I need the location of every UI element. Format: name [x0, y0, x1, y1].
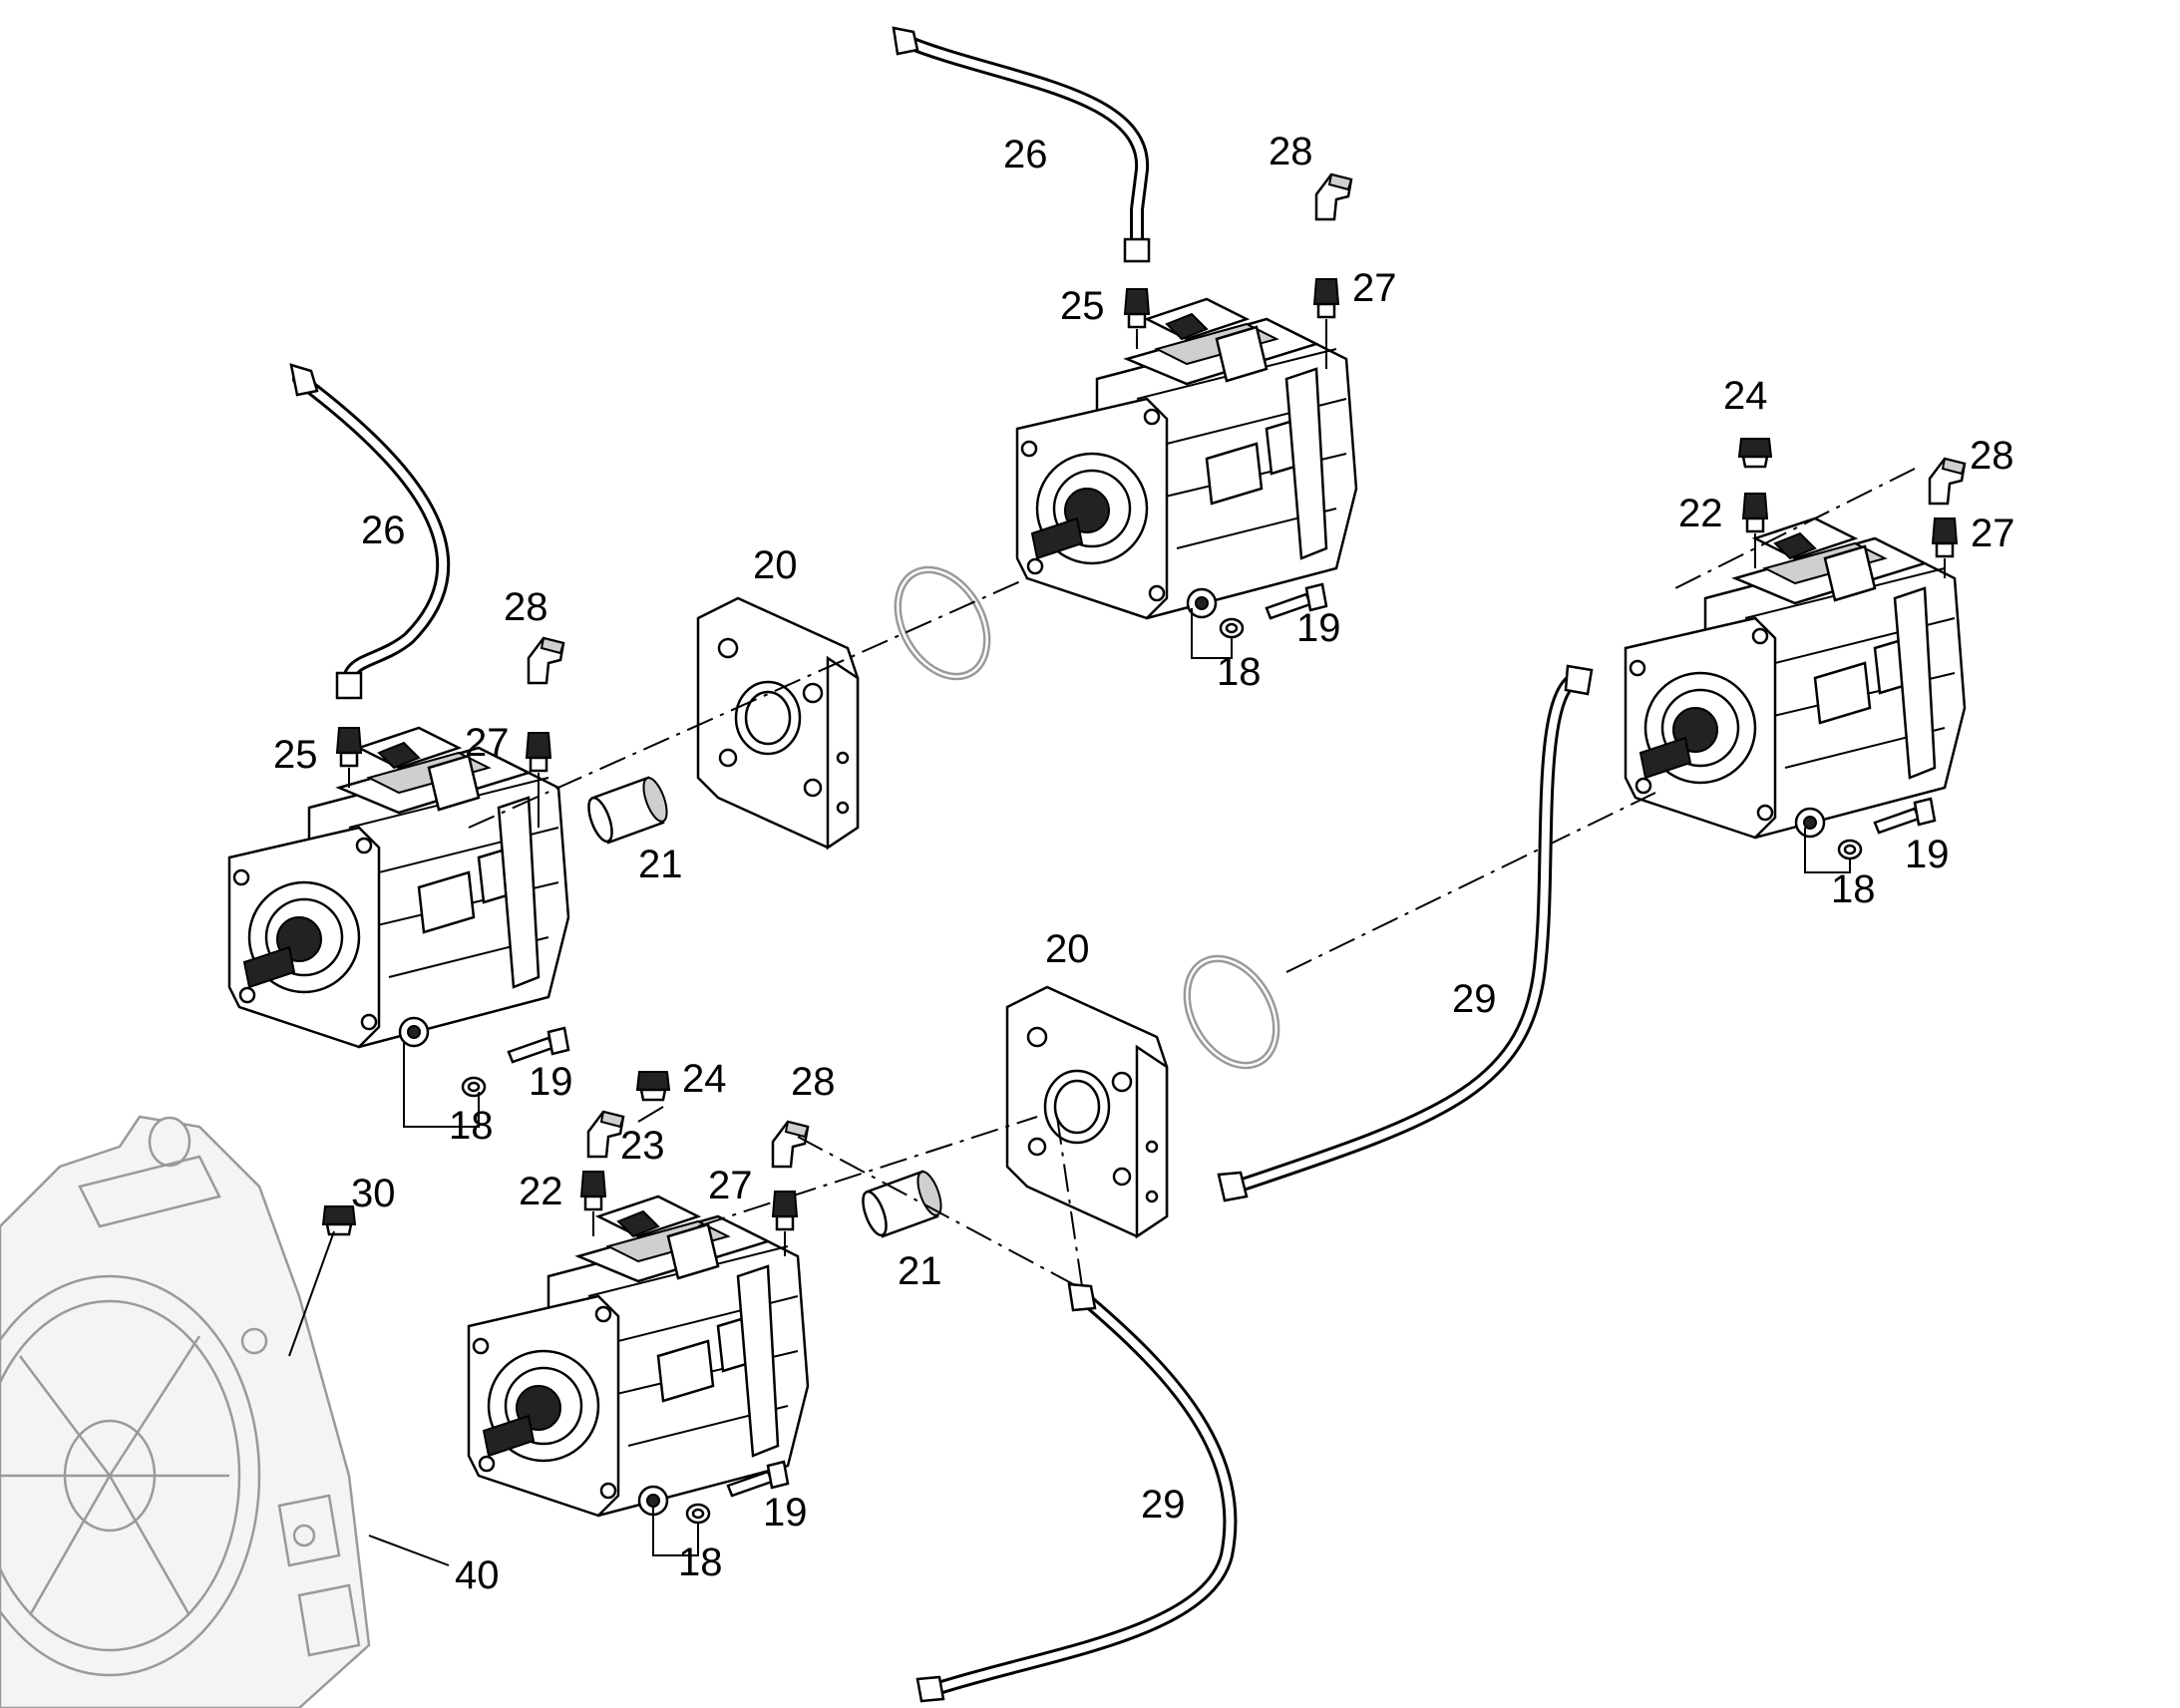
callout-25: 25	[273, 733, 318, 777]
pump-lower-center	[467, 1195, 810, 1518]
callout-29: 29	[1452, 977, 1497, 1021]
callout-19: 19	[1905, 833, 1950, 876]
callout-21: 21	[898, 1249, 942, 1293]
axis-hose-29	[1056, 1116, 1083, 1287]
hose-29-right	[1217, 664, 1594, 1202]
callout-18: 18	[678, 1540, 723, 1584]
axis-lower	[697, 1116, 1038, 1227]
callout-25: 25	[1060, 284, 1105, 328]
hose-26-top	[892, 26, 1151, 263]
cap-24-lower	[635, 1070, 671, 1102]
elbow-28-lower	[771, 1120, 810, 1169]
fitting-27-top	[1312, 277, 1340, 319]
callout-18: 18	[1217, 650, 1262, 694]
cap-24-right	[1737, 437, 1773, 469]
callout-26: 26	[361, 509, 406, 552]
callout-18: 18	[449, 1104, 494, 1148]
callout-27: 27	[1352, 266, 1397, 310]
callout-24: 24	[1723, 374, 1768, 418]
elbow-28-right	[1928, 457, 1967, 506]
coupling-sleeve-lower	[857, 1168, 947, 1239]
callout-27: 27	[1971, 512, 2015, 555]
o-ring-lower	[1164, 937, 1299, 1087]
fitting-22-lower	[579, 1170, 607, 1211]
fitting-25-upper-left	[335, 726, 363, 768]
leader-lines	[288, 319, 1946, 1566]
adapter-plate-upper	[696, 596, 860, 850]
fitting-27-upper-left	[525, 731, 552, 773]
callout-23: 23	[620, 1124, 665, 1168]
o-ring-upper	[875, 548, 1010, 698]
callout-22: 22	[1678, 492, 1723, 535]
axis-right	[1285, 792, 1656, 973]
gearbox-housing	[0, 1115, 371, 1708]
bolt-19-upper-left	[507, 1026, 570, 1064]
fitting-25-top	[1123, 287, 1151, 329]
hose-26-upper-left	[289, 363, 451, 700]
callout-19: 19	[1296, 606, 1341, 650]
washer-18-right	[1837, 839, 1863, 860]
callout-29: 29	[1141, 1483, 1186, 1527]
washer-18-top	[1219, 617, 1245, 639]
callout-20: 20	[1045, 927, 1090, 971]
fitting-27-right	[1931, 516, 1959, 558]
fitting-22-right	[1741, 492, 1769, 533]
hose-29-lower	[915, 1282, 1238, 1703]
fitting-27-lower	[771, 1190, 799, 1231]
callout-28: 28	[1970, 434, 2014, 478]
callout-20: 20	[753, 543, 798, 587]
washer-18-lower	[685, 1503, 711, 1525]
coupling-sleeve-upper	[582, 774, 673, 846]
pump-right	[1624, 516, 1967, 840]
pump-top-center	[1015, 297, 1358, 620]
callout-24: 24	[682, 1057, 727, 1101]
callout-22: 22	[519, 1170, 563, 1213]
elbow-23-lower	[586, 1110, 625, 1159]
callout-28: 28	[1269, 130, 1313, 173]
callout-27: 27	[708, 1164, 753, 1207]
callout-26: 26	[1003, 133, 1048, 176]
callout-28: 28	[791, 1060, 836, 1104]
callout-18: 18	[1831, 867, 1876, 911]
callout-19: 19	[763, 1491, 808, 1535]
callout-30: 30	[351, 1172, 396, 1215]
callout-40: 40	[455, 1553, 500, 1597]
adapter-plate-lower	[1005, 985, 1169, 1238]
callout-labels: 26 28 25 27 20 21 19 18 26 28 25 27 19 1…	[273, 130, 2015, 1597]
callout-21: 21	[638, 843, 683, 886]
washer-18-upper-left	[461, 1076, 487, 1098]
callout-19: 19	[529, 1060, 573, 1104]
elbow-28-top	[1314, 172, 1353, 221]
callout-28: 28	[504, 585, 548, 629]
axis-upper-left	[468, 577, 1028, 829]
elbow-28-upper-left	[527, 636, 565, 685]
callout-27: 27	[465, 721, 510, 765]
